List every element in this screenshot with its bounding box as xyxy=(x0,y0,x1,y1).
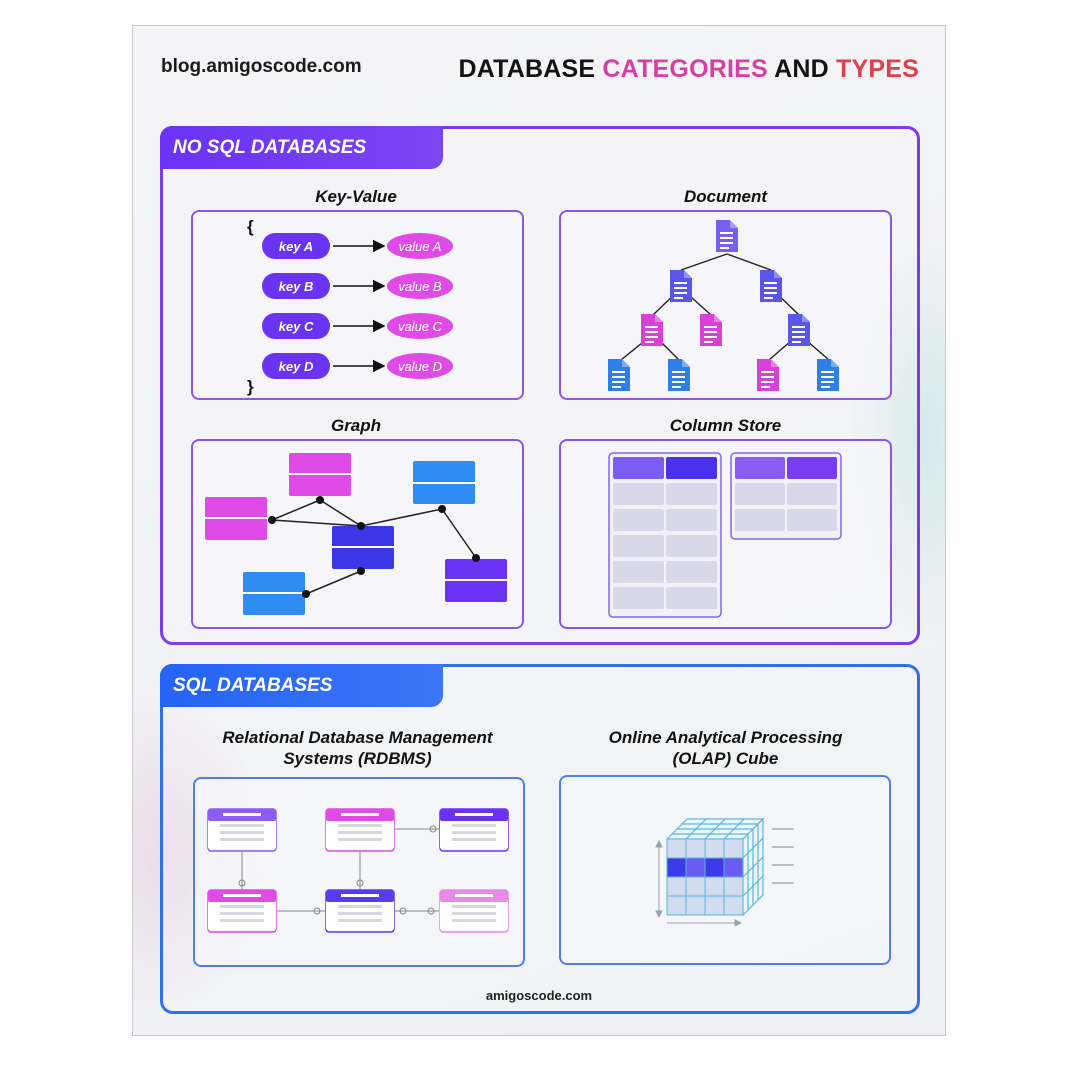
key-value-title: Key-Value xyxy=(315,187,397,206)
rdbms-table-top-right xyxy=(439,808,509,852)
document-node-icon xyxy=(641,314,663,346)
olap-title-line1: Online Analytical Processing xyxy=(608,728,843,747)
open-brace: { xyxy=(247,217,254,236)
key-value-pair-a: key A value A xyxy=(262,233,453,259)
document-node-icon xyxy=(670,270,692,302)
value-pill xyxy=(387,233,453,259)
graph-node-purple-right xyxy=(445,559,507,602)
infographic-sheet: blog.amigoscode.com DATABASE CATEGORIES … xyxy=(132,25,946,1036)
graph-node-magenta-left xyxy=(205,497,267,540)
key-label: key B xyxy=(279,279,314,294)
value-label: value C xyxy=(398,319,443,334)
rdbms-title-line1: Relational Database Management xyxy=(222,728,493,747)
olap-highlight-row xyxy=(666,857,744,878)
document-node-icon xyxy=(760,270,782,302)
key-value-pair-c: key C value C xyxy=(262,313,453,339)
key-pill xyxy=(262,313,330,339)
value-label: value D xyxy=(398,359,442,374)
rdbms-table-bottom-right xyxy=(439,889,509,933)
close-brace: } xyxy=(247,377,254,396)
column-table-large xyxy=(608,452,722,618)
document-node-icon xyxy=(788,314,810,346)
graph-node-indigo-center xyxy=(332,526,394,569)
key-value-pair-d: key D value D xyxy=(262,353,453,379)
rdbms-table-top-left xyxy=(207,808,277,852)
graph-node-magenta-top xyxy=(289,453,351,496)
graph-diagram xyxy=(205,453,507,615)
olap-title-line2: (OLAP) Cube xyxy=(672,749,779,768)
key-pill xyxy=(262,273,330,299)
graph-panel xyxy=(191,439,524,629)
olap-legend-lines xyxy=(772,828,794,884)
sql-section: SQL DATABASES Relational Database Manage… xyxy=(160,664,920,1014)
value-label: value A xyxy=(399,239,442,254)
olap-front-face xyxy=(666,838,744,916)
rdbms-relations xyxy=(238,825,439,915)
title-word-database: DATABASE xyxy=(458,55,596,83)
document-leaf-icon xyxy=(668,359,690,391)
document-root-icon xyxy=(716,220,738,252)
sql-tab-label: SQL DATABASES xyxy=(160,664,443,707)
olap-title: Online Analytical Processing (OLAP) Cube xyxy=(559,727,892,769)
document-leaf-icon xyxy=(817,359,839,391)
document-leaf-icon xyxy=(757,359,779,391)
document-tree-diagram xyxy=(608,220,839,391)
olap-cube xyxy=(665,817,765,917)
olap-cube-diagram xyxy=(655,817,794,927)
column-table-small xyxy=(730,452,842,540)
key-pill xyxy=(262,233,330,259)
rdbms-title: Relational Database Management Systems (… xyxy=(191,727,524,769)
key-label: key A xyxy=(279,239,313,254)
document-title: Document xyxy=(683,187,768,206)
column-store-diagram xyxy=(608,452,842,618)
nosql-tab-label: NO SQL DATABASES xyxy=(160,126,443,169)
graph-edge-endpoints xyxy=(268,496,480,598)
graph-node-blue-top-right xyxy=(413,461,475,504)
site-url[interactable]: blog.amigoscode.com xyxy=(161,56,362,77)
graph-node-blue-bottom-left xyxy=(243,572,305,615)
olap-axes xyxy=(655,839,743,927)
title-word-categories: CATEGORIES xyxy=(602,55,768,83)
value-label: value B xyxy=(398,279,442,294)
key-value-panel: { } key A value A key B value B xyxy=(191,210,524,400)
key-value-diagram: { } key A value A key B value B xyxy=(247,217,453,396)
graph-edges xyxy=(271,499,477,595)
olap-panel xyxy=(559,775,891,965)
column-store-panel xyxy=(559,439,892,629)
rdbms-table-top-center xyxy=(325,808,395,852)
value-pill xyxy=(387,273,453,299)
title-word-types: TYPES xyxy=(836,55,919,83)
page-title: DATABASE CATEGORIES AND TYPES xyxy=(458,55,919,84)
graph-title: Graph xyxy=(330,416,382,435)
title-word-and: AND xyxy=(774,55,829,83)
document-node-icon xyxy=(700,314,722,346)
column-store-title: Column Store xyxy=(669,416,782,435)
document-panel xyxy=(559,210,892,400)
document-leaf-icon xyxy=(608,359,630,391)
footer-brand[interactable]: amigoscode.com xyxy=(485,988,593,1003)
key-label: key D xyxy=(279,359,314,374)
key-pill xyxy=(262,353,330,379)
rdbms-diagram xyxy=(207,808,509,933)
rdbms-table-bottom-left xyxy=(207,889,277,933)
nosql-section: NO SQL DATABASES Key-Value { } key A val… xyxy=(160,126,920,645)
rdbms-panel xyxy=(193,777,525,967)
key-label: key C xyxy=(279,319,314,334)
value-pill xyxy=(387,313,453,339)
rdbms-title-line2: Systems (RDBMS) xyxy=(283,749,432,768)
value-pill xyxy=(387,353,453,379)
key-value-pair-b: key B value B xyxy=(262,273,453,299)
rdbms-table-bottom-center xyxy=(325,889,395,933)
